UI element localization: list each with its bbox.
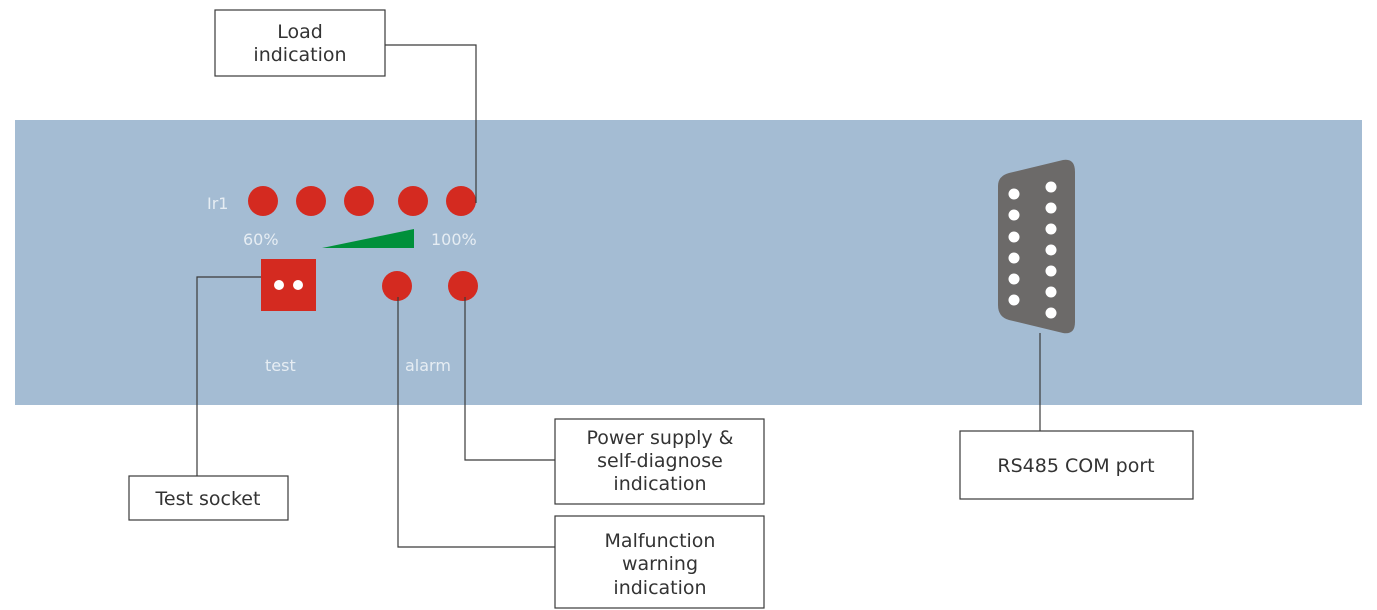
load-led-1-icon (248, 186, 278, 216)
power-led-icon (448, 271, 478, 301)
rs485-callout: RS485 COM port (959, 430, 1194, 500)
power-callout-line-3: indication (613, 473, 706, 495)
malfunction-callout-line-1: Malfunction (605, 530, 716, 552)
scale-min-label: 60% (243, 230, 279, 249)
load-callout-line-1: Load (277, 21, 323, 43)
alarm-label: alarm (405, 356, 451, 375)
test-label: test (265, 356, 296, 375)
load-led-5-icon (446, 186, 476, 216)
rs485-callout-text: RS485 COM port (997, 455, 1154, 477)
db15-connector-icon[interactable] (998, 159, 1075, 334)
power-callout-line-1: Power supply & (587, 427, 734, 449)
malfunction-leader-line (397, 297, 555, 548)
load-indication-callout: Load indication (214, 9, 386, 77)
malfunction-callout-line-2: warning (622, 553, 698, 575)
power-leader-line (464, 297, 555, 461)
scale-max-label: 100% (431, 230, 477, 249)
front-panel (15, 120, 1362, 405)
test-socket-icon[interactable] (261, 259, 316, 311)
malfunction-callout: Malfunction warning indication (554, 515, 765, 609)
load-led-2-icon (296, 186, 326, 216)
load-led-row (248, 186, 476, 216)
load-led-3-icon (344, 186, 374, 216)
load-ramp-icon (322, 229, 414, 248)
channel-label: Ir1 (207, 194, 228, 213)
malfunction-callout-line-3: indication (613, 577, 706, 599)
power-supply-callout: Power supply & self-diagnose indication (554, 418, 765, 505)
load-callout-line-2: indication (253, 44, 346, 66)
power-callout-line-2: self-diagnose (597, 450, 723, 472)
load-led-4-icon (398, 186, 428, 216)
alarm-led-icon (382, 271, 412, 301)
load-leader-line (385, 44, 477, 203)
test-socket-callout-text: Test socket (155, 488, 261, 510)
leader-lines (196, 44, 1041, 548)
test-socket-leader-line (196, 276, 261, 476)
test-socket-callout: Test socket (128, 475, 289, 521)
